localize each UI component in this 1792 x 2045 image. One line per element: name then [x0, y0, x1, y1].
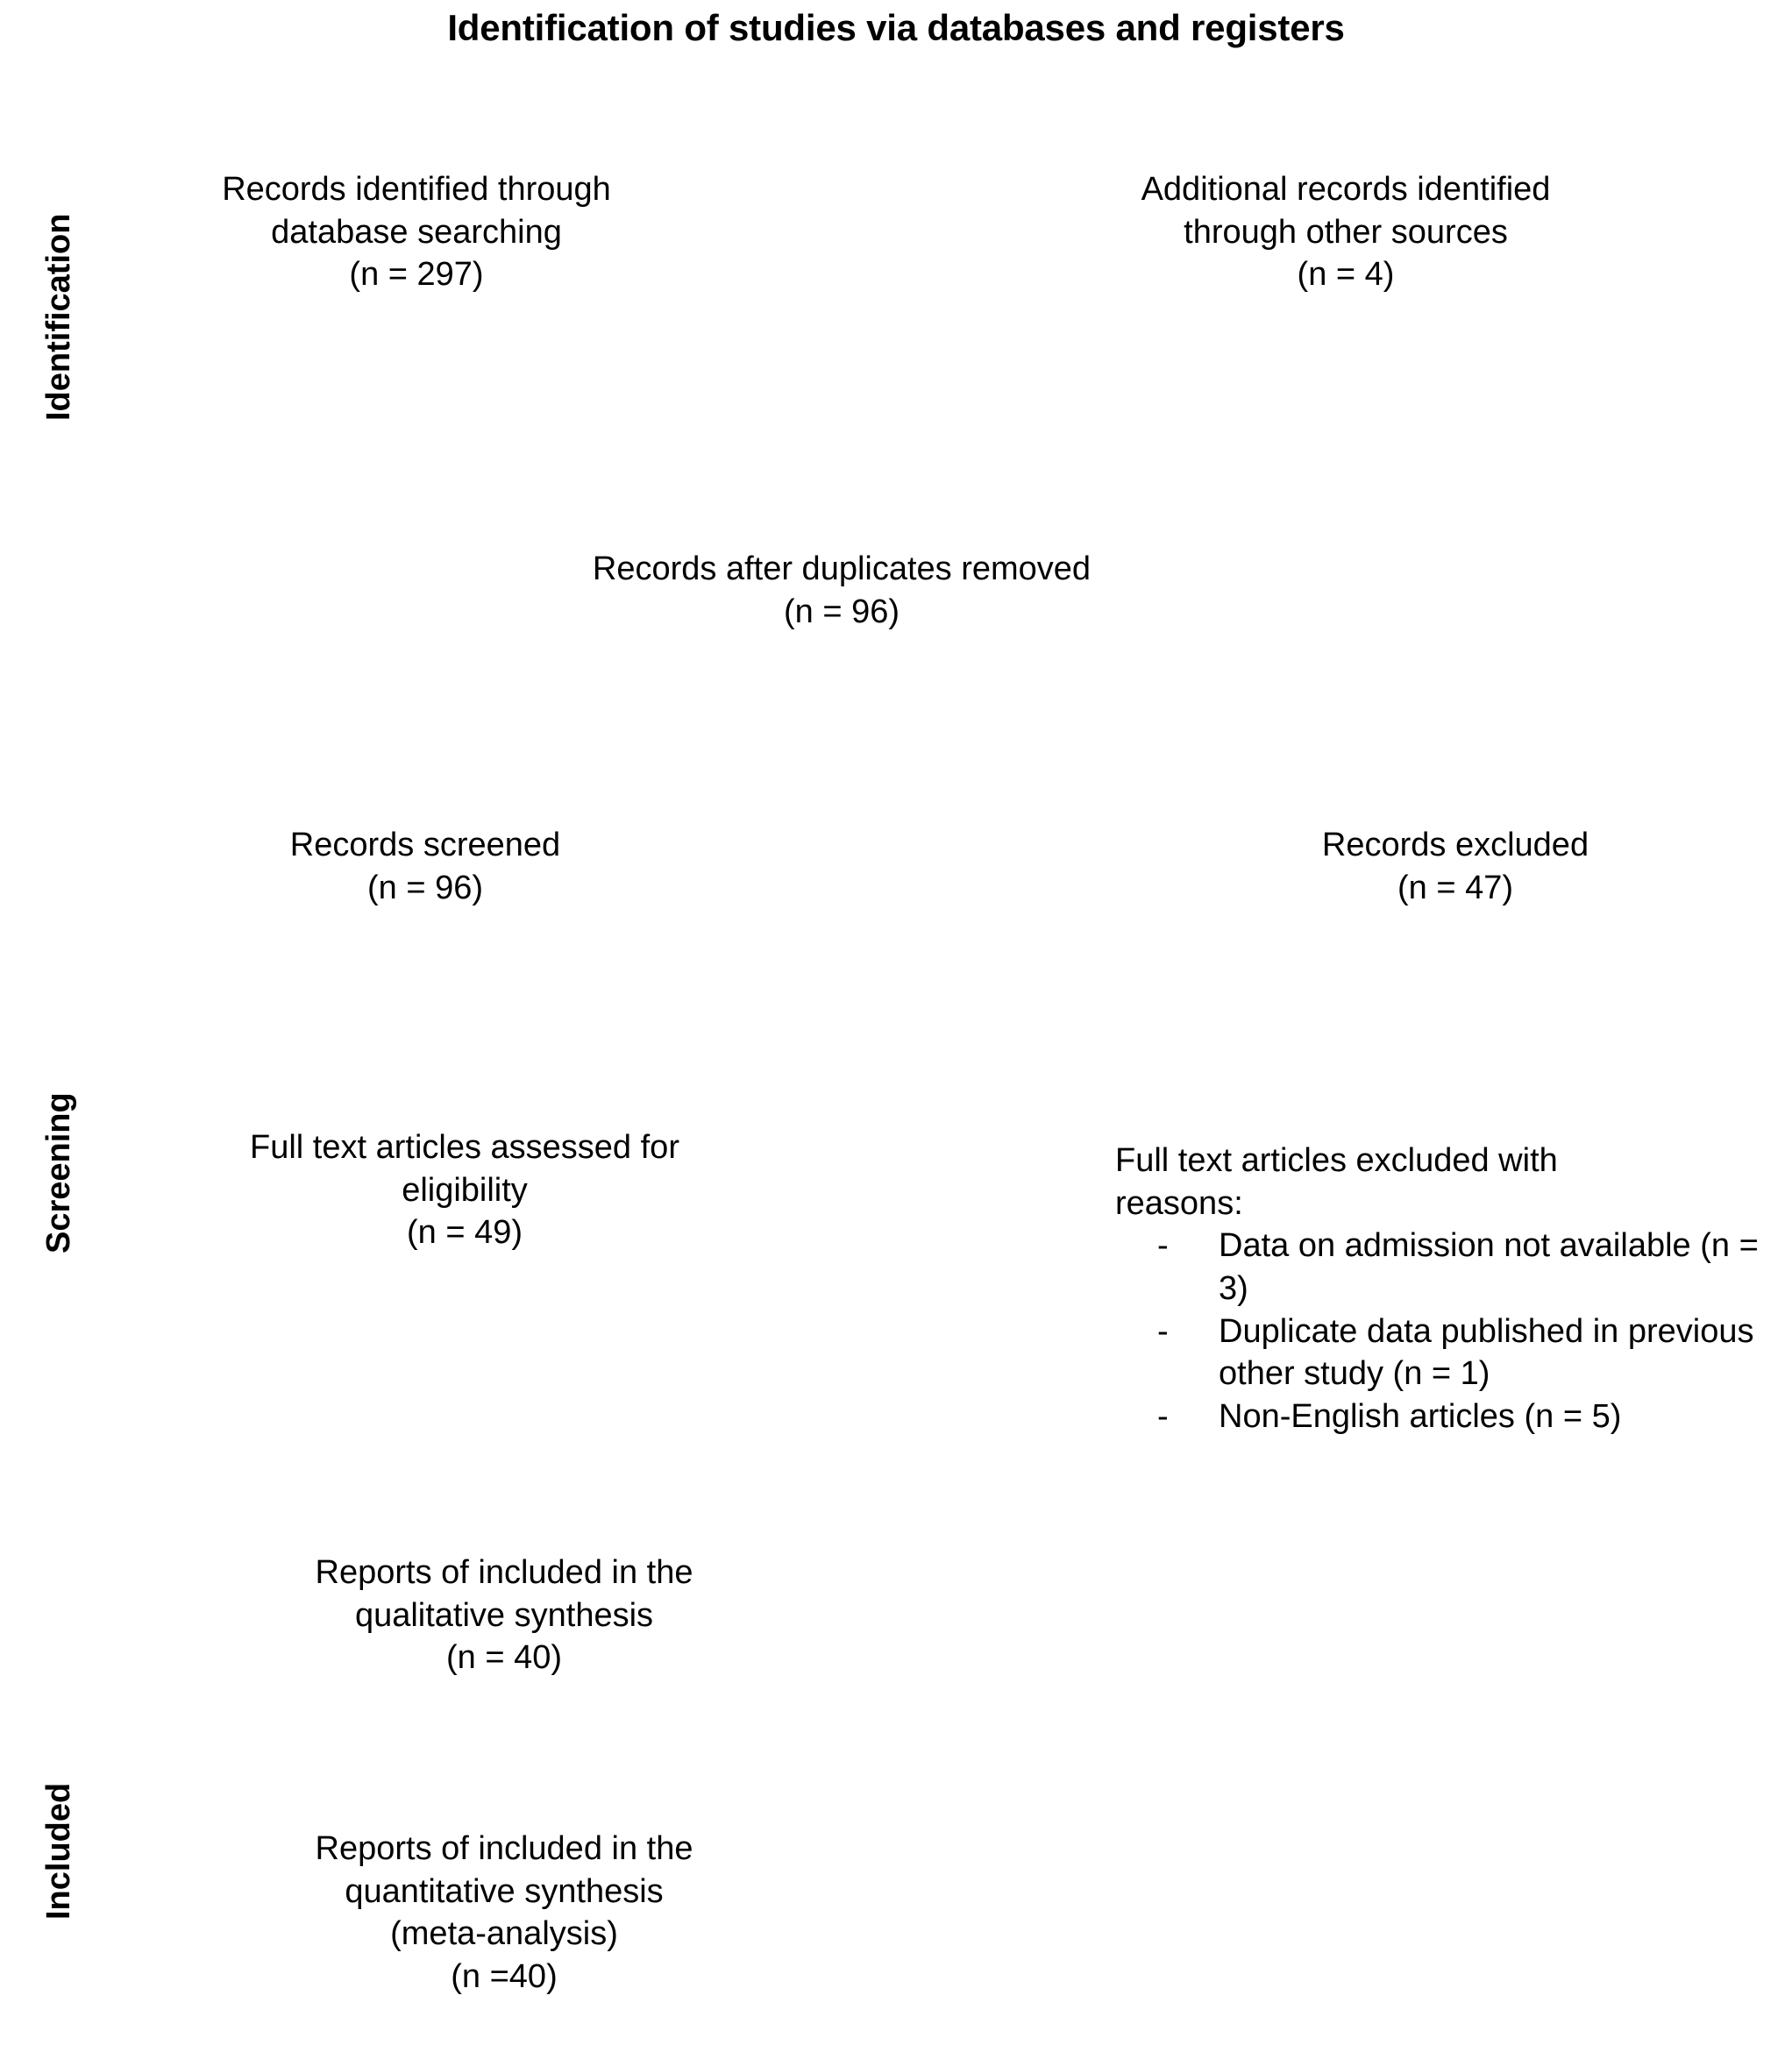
exclusion-reason-text: Data on admission not available (n = 3) — [1219, 1227, 1759, 1307]
node-records-excluded-count: (n = 47) — [1397, 869, 1514, 906]
node-quantitative-synthesis-line2: quantitative synthesis — [345, 1872, 664, 1910]
node-records-screened: Records screened (n = 96) — [167, 824, 684, 909]
exclusion-reason-text: Duplicate data published in previous oth… — [1219, 1312, 1754, 1393]
node-quantitative-synthesis-count: (n =40) — [451, 1957, 558, 1995]
stage-label-included: Included — [40, 1782, 77, 1920]
stage-label-screening: Screening — [40, 1092, 77, 1253]
node-duplicates-removed: Records after duplicates removed (n = 96… — [386, 548, 1298, 633]
node-additional-records: Additional records identified through ot… — [1039, 168, 1653, 296]
page-title: Identification of studies via databases … — [447, 7, 1345, 48]
list-item: - Data on admission not available (n = 3… — [1115, 1225, 1781, 1310]
node-records-screened-line1: Records screened — [289, 827, 561, 863]
node-fulltext-excluded: Full text articles excluded with reasons… — [1115, 1140, 1781, 1438]
list-item: - Non-English articles (n = 5) — [1115, 1395, 1781, 1438]
node-records-identified-count: (n = 297) — [349, 256, 484, 294]
node-qualitative-synthesis-line1: Reports of included in the — [315, 1554, 693, 1591]
node-additional-records-line1: Additional records identified — [1141, 171, 1551, 208]
node-quantitative-synthesis-line3: (meta-analysis) — [390, 1915, 618, 1953]
node-additional-records-count: (n = 4) — [1297, 256, 1395, 294]
node-additional-records-line2: through other sources — [1184, 213, 1508, 251]
hyphen-bullet-icon: - — [1157, 1397, 1169, 1435]
node-fulltext-assessed-line1: Full text articles assessed for — [250, 1129, 679, 1166]
exclusion-reason-list: - Data on admission not available (n = 3… — [1115, 1225, 1781, 1438]
stage-label-identification: Identification — [40, 213, 77, 421]
node-qualitative-synthesis-count: (n = 40) — [445, 1639, 563, 1677]
node-fulltext-excluded-line2: reasons: — [1115, 1184, 1243, 1222]
hyphen-bullet-icon: - — [1157, 1312, 1169, 1350]
hyphen-bullet-icon: - — [1157, 1227, 1169, 1265]
node-quantitative-synthesis: Reports of included in the quantitative … — [241, 1828, 767, 1999]
node-records-screened-count: (n = 96) — [366, 869, 484, 906]
node-records-identified: Records identified through database sear… — [158, 168, 675, 296]
node-records-identified-line1: Records identified through — [222, 171, 611, 208]
node-duplicates-removed-count: (n = 96) — [783, 593, 900, 630]
node-duplicates-removed-line1: Records after duplicates removed — [592, 550, 1092, 587]
node-fulltext-assessed: Full text articles assessed for eligibil… — [175, 1126, 754, 1254]
node-fulltext-excluded-line1: Full text articles excluded with — [1115, 1142, 1558, 1179]
node-qualitative-synthesis: Reports of included in the qualitative s… — [241, 1552, 767, 1679]
node-records-identified-line2: database searching — [271, 213, 562, 251]
node-records-excluded-line1: Records excluded — [1321, 827, 1589, 863]
node-records-excluded: Records excluded (n = 47) — [1227, 824, 1683, 909]
node-fulltext-assessed-line2: eligibility — [402, 1171, 528, 1209]
node-fulltext-assessed-count: (n = 49) — [406, 1214, 523, 1252]
node-qualitative-synthesis-line2: qualitative synthesis — [354, 1596, 654, 1634]
node-quantitative-synthesis-line1: Reports of included in the — [315, 1830, 693, 1867]
list-item: - Duplicate data published in previous o… — [1115, 1310, 1781, 1395]
exclusion-reason-text: Non-English articles (n = 5) — [1219, 1397, 1622, 1435]
